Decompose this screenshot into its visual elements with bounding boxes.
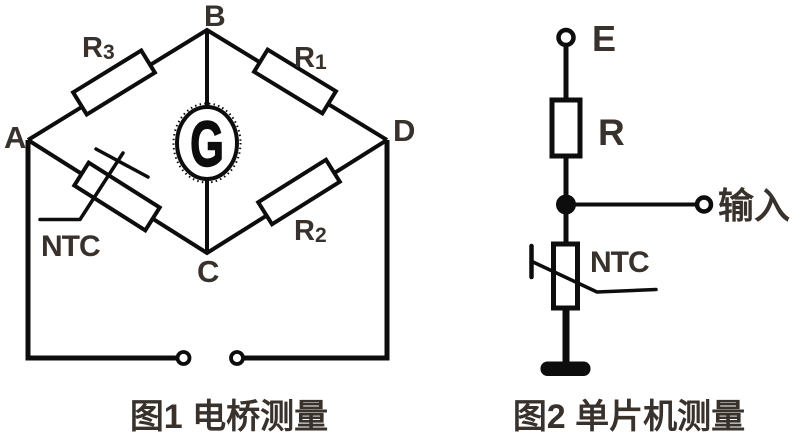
ntc2-label: NTC: [590, 246, 649, 279]
battery-terminal-right: [229, 350, 245, 366]
galvanometer-letter: G: [190, 108, 224, 181]
figure2-divider-circuit: [529, 27, 714, 376]
wire-left-drop: [25, 140, 177, 361]
resistor-r2-label-sub: 2: [315, 224, 327, 247]
supply-terminal-e: [556, 27, 576, 48]
galvanometer-scalloped-ring: [172, 102, 242, 184]
ntc-label: NTC: [41, 230, 100, 263]
ntc2-strike-line: [531, 260, 658, 294]
figure2-labels: E R NTC 输入 图2 单片机测量: [513, 18, 790, 436]
input-terminal: [694, 195, 714, 214]
ntc-thermistor-body: [71, 159, 163, 234]
resistor-r1-label-base: R: [294, 42, 315, 74]
figure2-caption: 图2 单片机测量: [513, 398, 745, 436]
resistor-r2-label-base: R: [294, 215, 315, 247]
node-a-label: A: [4, 120, 26, 155]
ntc-strike-crossbar: [94, 147, 150, 179]
figure1-bridge-circuit: G: [25, 27, 390, 366]
node-c-label: C: [197, 254, 219, 289]
resistor-r1-label-sub: 1: [315, 51, 327, 74]
resistor-r2-label: R2: [294, 215, 327, 247]
galvanometer-icon: G: [172, 102, 242, 184]
terminal-e-label: E: [592, 18, 616, 59]
resistor-r1-label: R1: [294, 42, 327, 74]
node-b-label: B: [204, 0, 226, 33]
figure1-caption: 图1 电桥测量: [130, 398, 328, 436]
figure1-labels: A B C D R3 R1 R2 NTC 图1 电桥测量: [4, 0, 415, 436]
galvanometer-circle: [175, 105, 239, 181]
ground-icon: [540, 361, 591, 376]
node-d-label: D: [393, 113, 415, 148]
resistor-r-body: [549, 97, 583, 159]
ntc-strike-line: [38, 151, 125, 222]
resistor-r-label: R: [598, 112, 625, 153]
resistor-r3-label-sub: 3: [103, 41, 115, 64]
input-label: 输入: [718, 185, 790, 226]
resistor-r3-label-base: R: [82, 32, 103, 64]
resistor-r3-body: [70, 47, 158, 118]
resistor-r1-body: [251, 46, 339, 117]
resistor-r2-body: [255, 156, 343, 228]
wire-right-drop: [243, 140, 390, 361]
resistor-r3-label: R3: [82, 32, 115, 64]
battery-terminal-left: [175, 350, 192, 366]
